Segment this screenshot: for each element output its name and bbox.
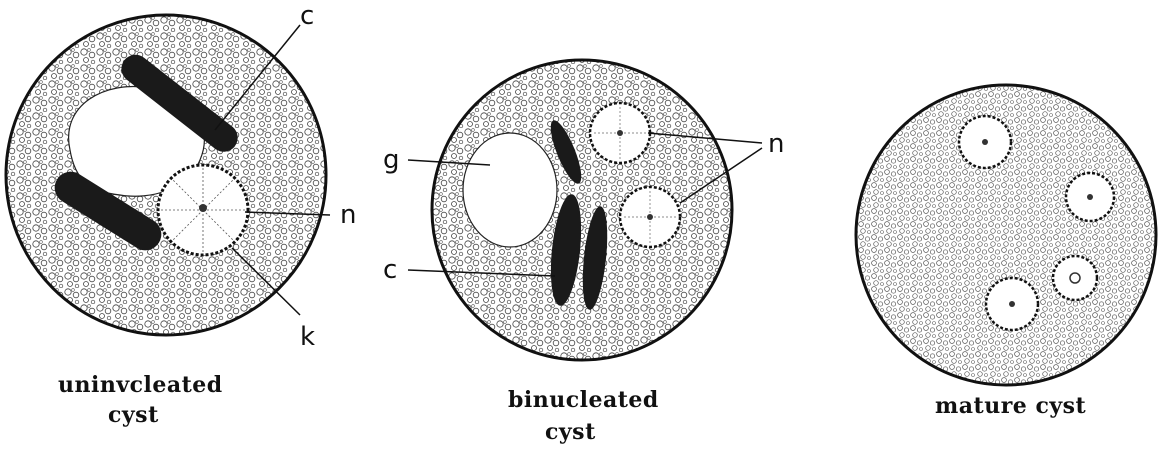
label-n: n bbox=[340, 200, 356, 230]
label-g: g bbox=[383, 145, 400, 175]
label-c: c bbox=[300, 1, 314, 31]
karyosome bbox=[647, 214, 653, 220]
karyosome bbox=[199, 204, 207, 212]
caption-binucleated-cyst: cyst bbox=[545, 419, 596, 445]
label-k: k bbox=[300, 322, 315, 352]
caption-uninucleated: uninvcleated bbox=[58, 372, 223, 398]
caption-uninucleated-cyst: cyst bbox=[108, 402, 159, 428]
label-n: n bbox=[768, 129, 784, 159]
mature-cyst bbox=[856, 85, 1156, 385]
glycogen-vacuole bbox=[463, 133, 557, 247]
caption-mature-cyst: mature cyst bbox=[935, 393, 1086, 419]
label-c: c bbox=[383, 255, 397, 285]
binucleated-cyst: g n c bbox=[383, 60, 784, 360]
karyosome bbox=[617, 130, 623, 136]
karyosome bbox=[1009, 301, 1015, 307]
karyosome bbox=[982, 139, 988, 145]
caption-binucleated: binucleated bbox=[508, 387, 659, 413]
karyosome bbox=[1087, 194, 1093, 200]
nucleus bbox=[1053, 256, 1097, 300]
uninucleated-cyst: c n k bbox=[6, 1, 356, 352]
